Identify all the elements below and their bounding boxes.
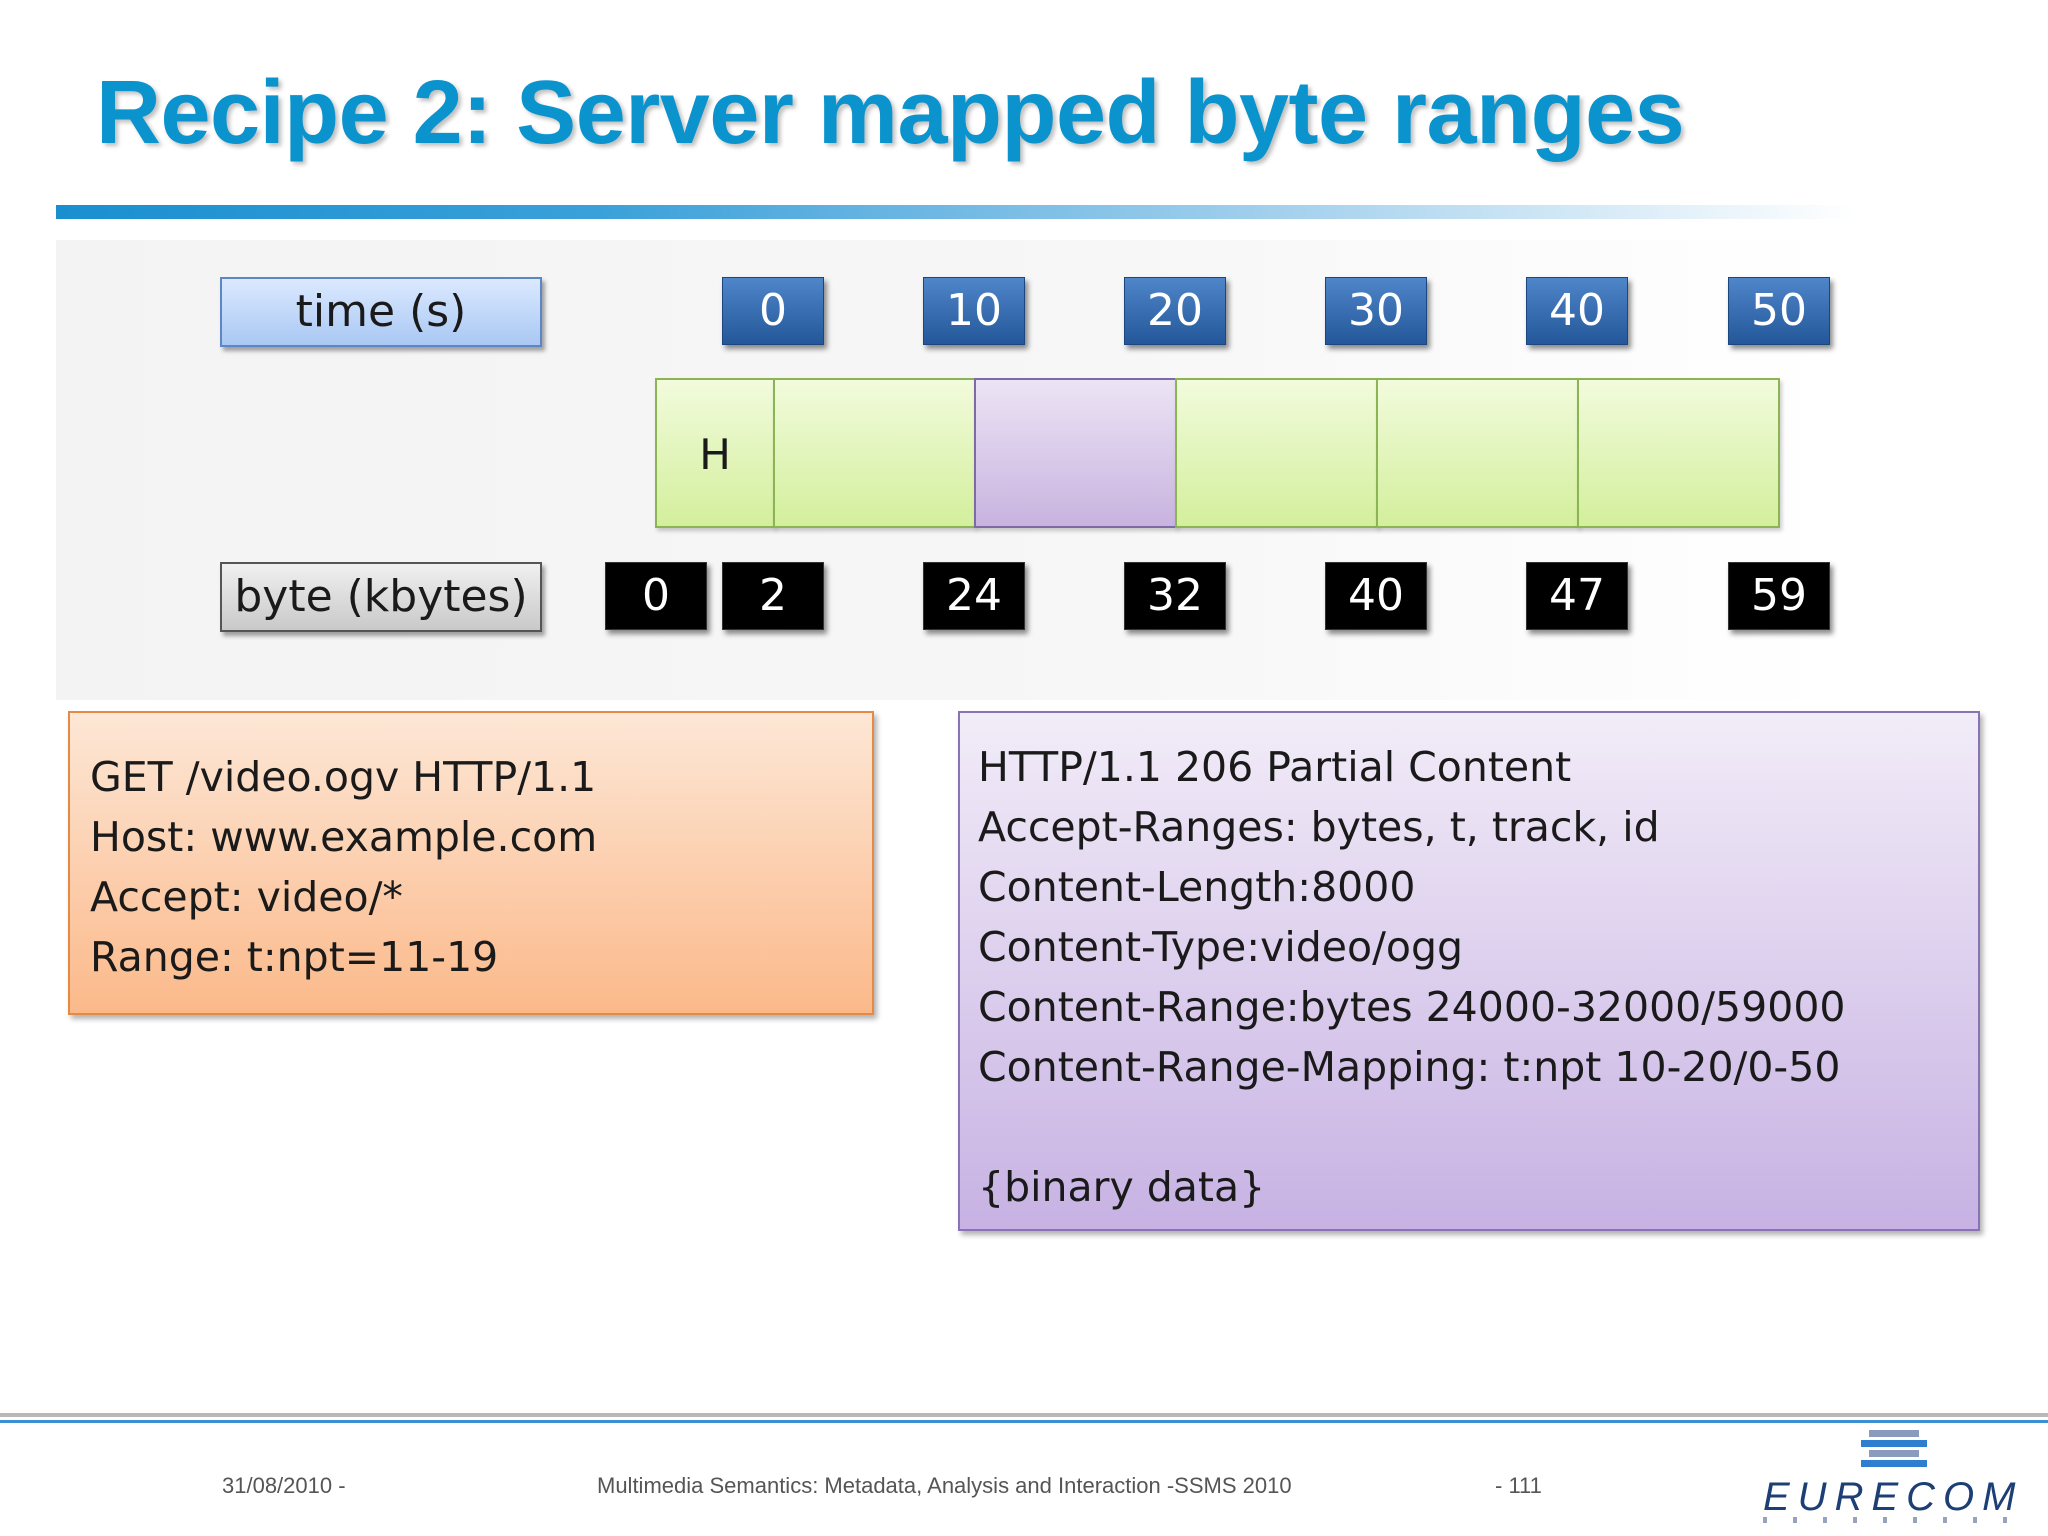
media-segment	[1175, 378, 1378, 528]
http-request-box: GET /video.ogv HTTP/1.1 Host: www.exampl…	[68, 711, 874, 1015]
byte-tick: 32	[1124, 562, 1226, 630]
byte-tick: 24	[923, 562, 1025, 630]
response-header-range-mapping: Content-Range-Mapping: t:npt 10-20/0-50	[978, 1043, 1841, 1091]
time-tick: 0	[722, 277, 824, 345]
media-segment	[773, 378, 976, 528]
time-tick: 30	[1325, 277, 1427, 345]
footer-event: Multimedia Semantics: Metadata, Analysis…	[597, 1473, 1292, 1498]
selected-media-segment	[974, 378, 1177, 528]
response-header-accept-ranges: Accept-Ranges: bytes, t, track, id	[978, 803, 1660, 851]
time-tick: 50	[1728, 277, 1830, 345]
footer-rule-accent	[0, 1420, 2048, 1423]
title-underline	[56, 205, 1856, 219]
response-header-content-range: Content-Range:bytes 24000-32000/59000	[978, 983, 1846, 1031]
response-header-content-type: Content-Type:video/ogg	[978, 923, 1464, 971]
request-header-host: Host: www.example.com	[90, 813, 598, 861]
byte-tick: 0	[605, 562, 707, 630]
request-header-accept: Accept: video/*	[90, 873, 403, 921]
byte-tick: 59	[1728, 562, 1830, 630]
response-header-content-length: Content-Length:8000	[978, 863, 1416, 911]
media-segment	[1376, 378, 1579, 528]
eurecom-logo-icon	[1861, 1430, 1927, 1467]
media-segment	[1577, 378, 1780, 528]
byte-tick: 40	[1325, 562, 1427, 630]
slide-title: Recipe 2: Server mapped byte ranges	[96, 63, 1685, 163]
footer-rule	[0, 1413, 2048, 1417]
logo-tagline-decoration	[1763, 1517, 2013, 1523]
response-body: {binary data}	[978, 1163, 1266, 1211]
header-segment: H	[655, 378, 775, 528]
eurecom-logo-text: EURECOM	[1763, 1475, 2024, 1519]
time-axis-label: time (s)	[220, 277, 542, 347]
footer-date: 31/08/2010 -	[222, 1473, 346, 1498]
byte-tick: 47	[1526, 562, 1628, 630]
time-tick: 40	[1526, 277, 1628, 345]
request-header-range: Range: t:npt=11-19	[90, 933, 499, 981]
time-tick: 20	[1124, 277, 1226, 345]
footer-page-number: - 111	[1495, 1473, 1542, 1498]
time-tick: 10	[923, 277, 1025, 345]
byte-tick: 2	[722, 562, 824, 630]
response-blank-line	[978, 1097, 1960, 1157]
response-status-line: HTTP/1.1 206 Partial Content	[978, 743, 1572, 791]
http-response-box: HTTP/1.1 206 Partial Content Accept-Rang…	[958, 711, 1980, 1231]
request-line: GET /video.ogv HTTP/1.1	[90, 753, 597, 801]
byte-axis-label: byte (kbytes)	[220, 562, 542, 632]
